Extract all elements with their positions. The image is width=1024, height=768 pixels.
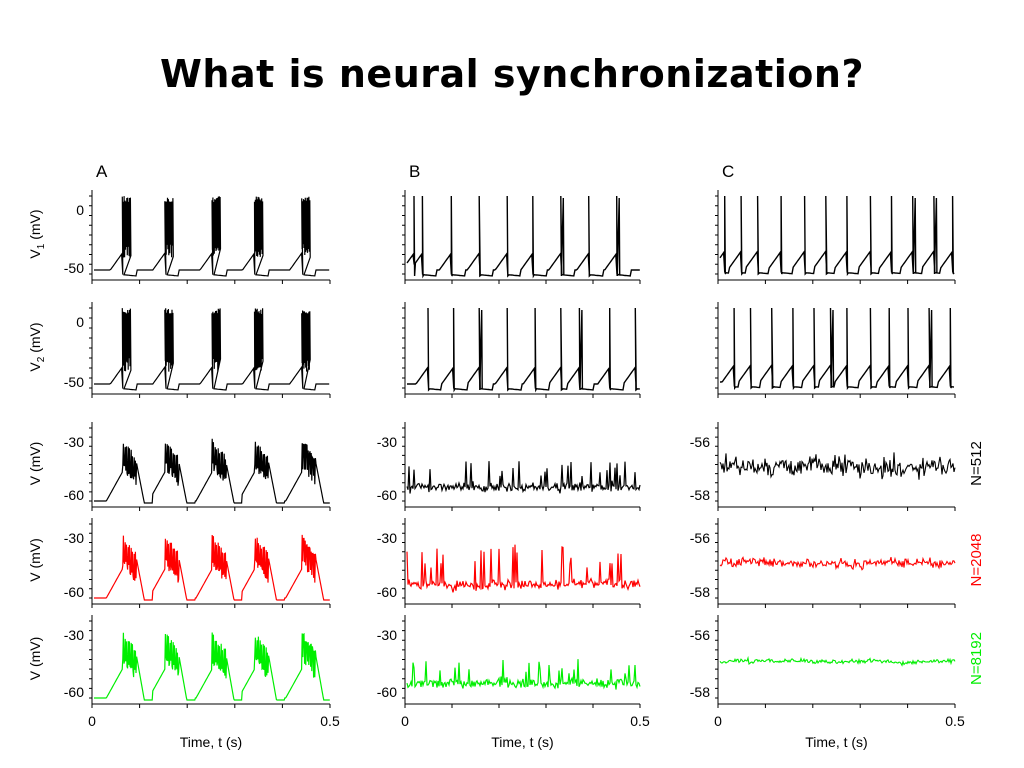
panel-label-c: C bbox=[722, 162, 734, 181]
trace-b-v1 bbox=[406, 195, 640, 279]
y-tick-label: -56 bbox=[690, 434, 710, 450]
y-tick-label: -30 bbox=[64, 434, 84, 450]
y-tick-label: -30 bbox=[377, 434, 397, 450]
y-tick-label: -60 bbox=[377, 584, 397, 600]
y-tick-label: -30 bbox=[377, 627, 397, 643]
y-tick-label: -50 bbox=[64, 374, 84, 390]
x-tick-label: 0 bbox=[88, 713, 96, 729]
y-tick-label: -58 bbox=[690, 584, 710, 600]
trace-a-v2 bbox=[94, 308, 330, 391]
trace-b-pop-2 bbox=[406, 544, 641, 593]
panel-label-a: A bbox=[96, 162, 108, 181]
trace-c-pop-2 bbox=[719, 556, 956, 571]
trace-c-pop-1 bbox=[719, 452, 956, 480]
trace-a-pop-2 bbox=[94, 534, 330, 601]
y-tick-label: -56 bbox=[690, 530, 710, 546]
x-axis-title: Time, t (s) bbox=[805, 734, 867, 750]
axis-b-3 bbox=[402, 422, 641, 511]
trace-c-v2 bbox=[720, 307, 955, 391]
x-tick-label: 0.5 bbox=[945, 713, 965, 729]
axis-a-4 bbox=[89, 518, 331, 608]
x-tick-label: 0 bbox=[401, 713, 409, 729]
y-tick-label: -50 bbox=[64, 260, 84, 276]
trace-b-v2 bbox=[407, 307, 640, 393]
y-tick-label: 0 bbox=[76, 314, 84, 330]
trace-b-pop-3 bbox=[406, 659, 641, 690]
trace-a-v1 bbox=[94, 196, 330, 277]
slide-title: What is neural synchronization? bbox=[160, 52, 864, 96]
axis-b-5 bbox=[402, 615, 641, 708]
population-size-label: N=512 bbox=[968, 441, 985, 486]
y-tick-label: 0 bbox=[76, 202, 84, 218]
axis-a-5 bbox=[89, 615, 331, 708]
x-tick-label: 0 bbox=[714, 713, 722, 729]
trace-c-v1 bbox=[719, 195, 955, 277]
y-axis-title: V (mV) bbox=[27, 442, 43, 486]
y-tick-label: -60 bbox=[377, 684, 397, 700]
y-tick-label: -56 bbox=[690, 627, 710, 643]
axis-a-2 bbox=[89, 302, 331, 398]
axis-c-4 bbox=[715, 518, 956, 608]
axis-b-1 bbox=[402, 190, 641, 284]
panel-label-b: B bbox=[409, 162, 420, 181]
y-tick-label: -60 bbox=[377, 487, 397, 503]
trace-a-pop-1 bbox=[94, 438, 330, 504]
population-size-label: N=8192 bbox=[968, 632, 985, 685]
y-tick-label: -30 bbox=[377, 530, 397, 546]
axis-c-5 bbox=[715, 615, 956, 708]
y-tick-label: -30 bbox=[64, 627, 84, 643]
trace-c-pop-3 bbox=[719, 655, 956, 667]
y-tick-label: -60 bbox=[64, 684, 84, 700]
axis-c-1 bbox=[715, 190, 956, 284]
population-size-label: N=2048 bbox=[968, 534, 985, 587]
axis-a-1 bbox=[89, 190, 331, 284]
y-tick-label: -58 bbox=[690, 684, 710, 700]
axis-a-3 bbox=[89, 422, 331, 511]
x-tick-label: 0.5 bbox=[320, 713, 340, 729]
axis-b-2 bbox=[402, 302, 641, 398]
y-tick-label: -60 bbox=[64, 584, 84, 600]
axis-c-3 bbox=[715, 422, 956, 511]
y-tick-label: -30 bbox=[64, 530, 84, 546]
y-axis-title: V (mV) bbox=[27, 538, 43, 582]
y-axis-title: V2 (mV) bbox=[27, 322, 47, 371]
y-axis-title: V (mV) bbox=[27, 637, 43, 681]
y-tick-label: -58 bbox=[690, 487, 710, 503]
axis-c-2 bbox=[715, 302, 956, 398]
x-axis-title: Time, t (s) bbox=[180, 734, 242, 750]
trace-a-pop-3 bbox=[94, 632, 330, 701]
x-tick-label: 0.5 bbox=[630, 713, 650, 729]
y-axis-title: V1 (mV) bbox=[27, 209, 47, 258]
axis-b-4 bbox=[402, 518, 641, 608]
x-axis-title: Time, t (s) bbox=[491, 734, 553, 750]
trace-b-pop-1 bbox=[406, 461, 641, 494]
y-tick-label: -60 bbox=[64, 487, 84, 503]
